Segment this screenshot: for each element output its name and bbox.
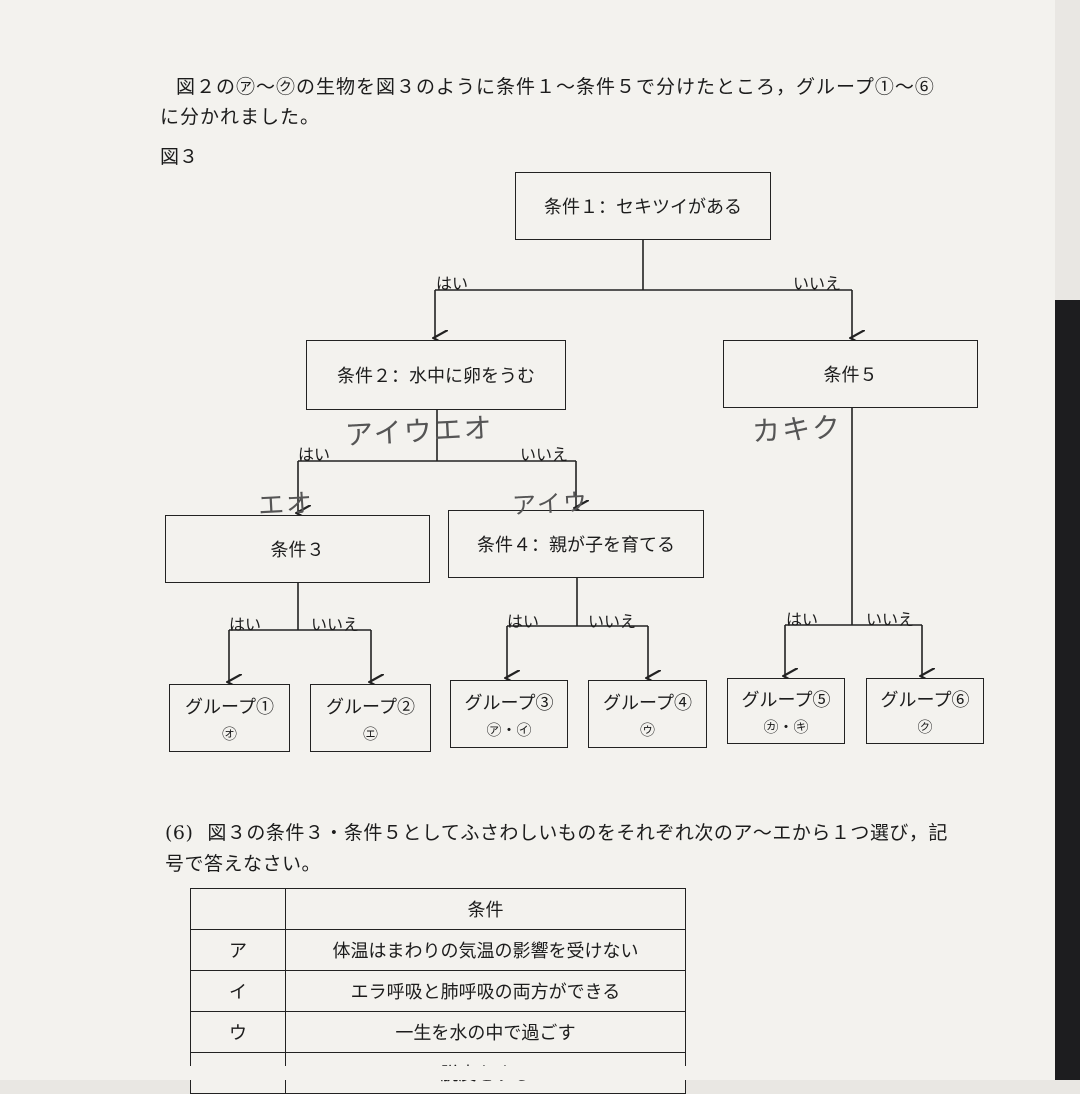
question-text-line-1: 図３の条件３・条件５としてふさわしいものをそれぞれ次のア～エから１つ選び，記 xyxy=(207,822,948,844)
condition-5-label: 条件５ xyxy=(823,365,878,386)
group-2-name: グループ② xyxy=(326,696,415,718)
condition-2-label: 条件２：水中に卵をうむ xyxy=(337,366,535,387)
question-text-line-2: 号で答えなさい。 xyxy=(165,853,322,875)
group-4-box: グループ④ ㋒ xyxy=(588,680,707,748)
group-1-box: グループ① ㋔ xyxy=(169,684,290,752)
group-6-members: ㋗ xyxy=(917,717,933,736)
condition-1-box: 条件１：セキツイがある xyxy=(515,172,771,240)
intro-line-1: 図２の㋐～㋗の生物を図３のように条件１～条件５で分けたところ，グループ①～⑥ xyxy=(176,76,935,98)
condition-1-label: 条件１：セキツイがある xyxy=(544,197,742,218)
group-6-box: グループ⑥ ㋗ xyxy=(866,678,984,744)
no-label-cond1: いいえ xyxy=(793,274,842,293)
yes-label-cond2: はい xyxy=(298,445,331,464)
group-6-name: グループ⑥ xyxy=(880,689,970,711)
cond1-branch-line xyxy=(435,240,852,291)
handwritten-note-cond5: カキク xyxy=(751,410,843,449)
group-2-box: グループ② ㋓ xyxy=(310,684,431,752)
group-5-box: グループ⑤ ㋕・㋖ xyxy=(727,678,845,744)
yes-label-cond4: はい xyxy=(507,612,540,631)
no-label-cond3: いいえ xyxy=(311,615,360,634)
options-table: 条件 ア 体温はまわりの気温の影響を受けない イ エラ呼吸と肺呼吸の両方ができる… xyxy=(190,888,686,1094)
no-label-cond4: いいえ xyxy=(588,612,637,631)
condition-4-box: 条件４：親が子を育てる xyxy=(448,510,704,578)
option-key: ウ xyxy=(190,1011,286,1053)
group-4-name: グループ④ xyxy=(603,692,692,714)
condition-4-label: 条件４：親が子を育てる xyxy=(477,535,675,556)
condition-3-label: 条件３ xyxy=(270,540,325,561)
group-1-members: ㋔ xyxy=(221,724,237,743)
no-label-cond5: いいえ xyxy=(866,610,915,629)
option-text: エラ呼吸と肺呼吸の両方ができる xyxy=(285,970,686,1012)
option-text: 体温はまわりの気温の影響を受けない xyxy=(285,929,686,971)
tree-connector-lines xyxy=(0,240,1055,1080)
handwritten-note-cond4: アイウ xyxy=(511,488,590,520)
question-6: (6) 図３の条件３・条件５としてふさわしいものをそれぞれ次のア～エから１つ選び，… xyxy=(165,818,1015,880)
option-text: 一生を水の中で過ごす xyxy=(285,1011,686,1053)
table-row: ア 体温はまわりの気温の影響を受けない xyxy=(190,929,686,971)
page-bottom-crop xyxy=(0,1066,1055,1080)
handwritten-note-cond2: アイウエオ xyxy=(344,411,495,452)
dark-background-edge xyxy=(1055,300,1080,1080)
group-5-members: ㋕・㋖ xyxy=(763,717,809,736)
yes-label-cond1: はい xyxy=(436,274,469,293)
option-key: イ xyxy=(190,970,286,1012)
condition-2-box: 条件２：水中に卵をうむ xyxy=(306,340,566,410)
no-label-cond2: いいえ xyxy=(520,445,569,464)
yes-label-cond3: はい xyxy=(229,615,262,634)
group-4-members: ㋒ xyxy=(639,720,655,739)
table-header-condition: 条件 xyxy=(285,888,686,930)
table-row: ウ 一生を水の中で過ごす xyxy=(190,1011,686,1053)
yes-label-cond5: はい xyxy=(786,610,819,629)
option-key: ア xyxy=(190,929,286,971)
condition-5-box: 条件５ xyxy=(723,340,978,408)
cond3-branch-line xyxy=(229,583,371,631)
table-header-row: 条件 xyxy=(190,888,686,930)
intro-line-2: に分かれました。 xyxy=(160,106,321,128)
table-row: イ エラ呼吸と肺呼吸の両方ができる xyxy=(190,970,686,1012)
intro-text: 図２の㋐～㋗の生物を図３のように条件１～条件５で分けたところ，グループ①～⑥ に… xyxy=(160,72,1020,132)
condition-3-box: 条件３ xyxy=(165,515,430,583)
group-3-members: ㋐・㋑ xyxy=(486,720,532,739)
cond5-branch-line xyxy=(785,408,922,626)
handwritten-note-cond3: エオ xyxy=(257,488,315,522)
group-2-members: ㋓ xyxy=(362,724,378,743)
cond4-branch-line xyxy=(507,578,648,627)
figure-label: 図３ xyxy=(160,146,199,168)
group-5-name: グループ⑤ xyxy=(741,689,831,711)
group-1-name: グループ① xyxy=(185,696,274,718)
cond2-branch-line xyxy=(298,410,576,462)
question-number: (6) xyxy=(165,822,194,844)
group-3-name: グループ③ xyxy=(464,692,554,714)
table-header-key xyxy=(190,888,286,930)
group-3-box: グループ③ ㋐・㋑ xyxy=(450,680,568,748)
